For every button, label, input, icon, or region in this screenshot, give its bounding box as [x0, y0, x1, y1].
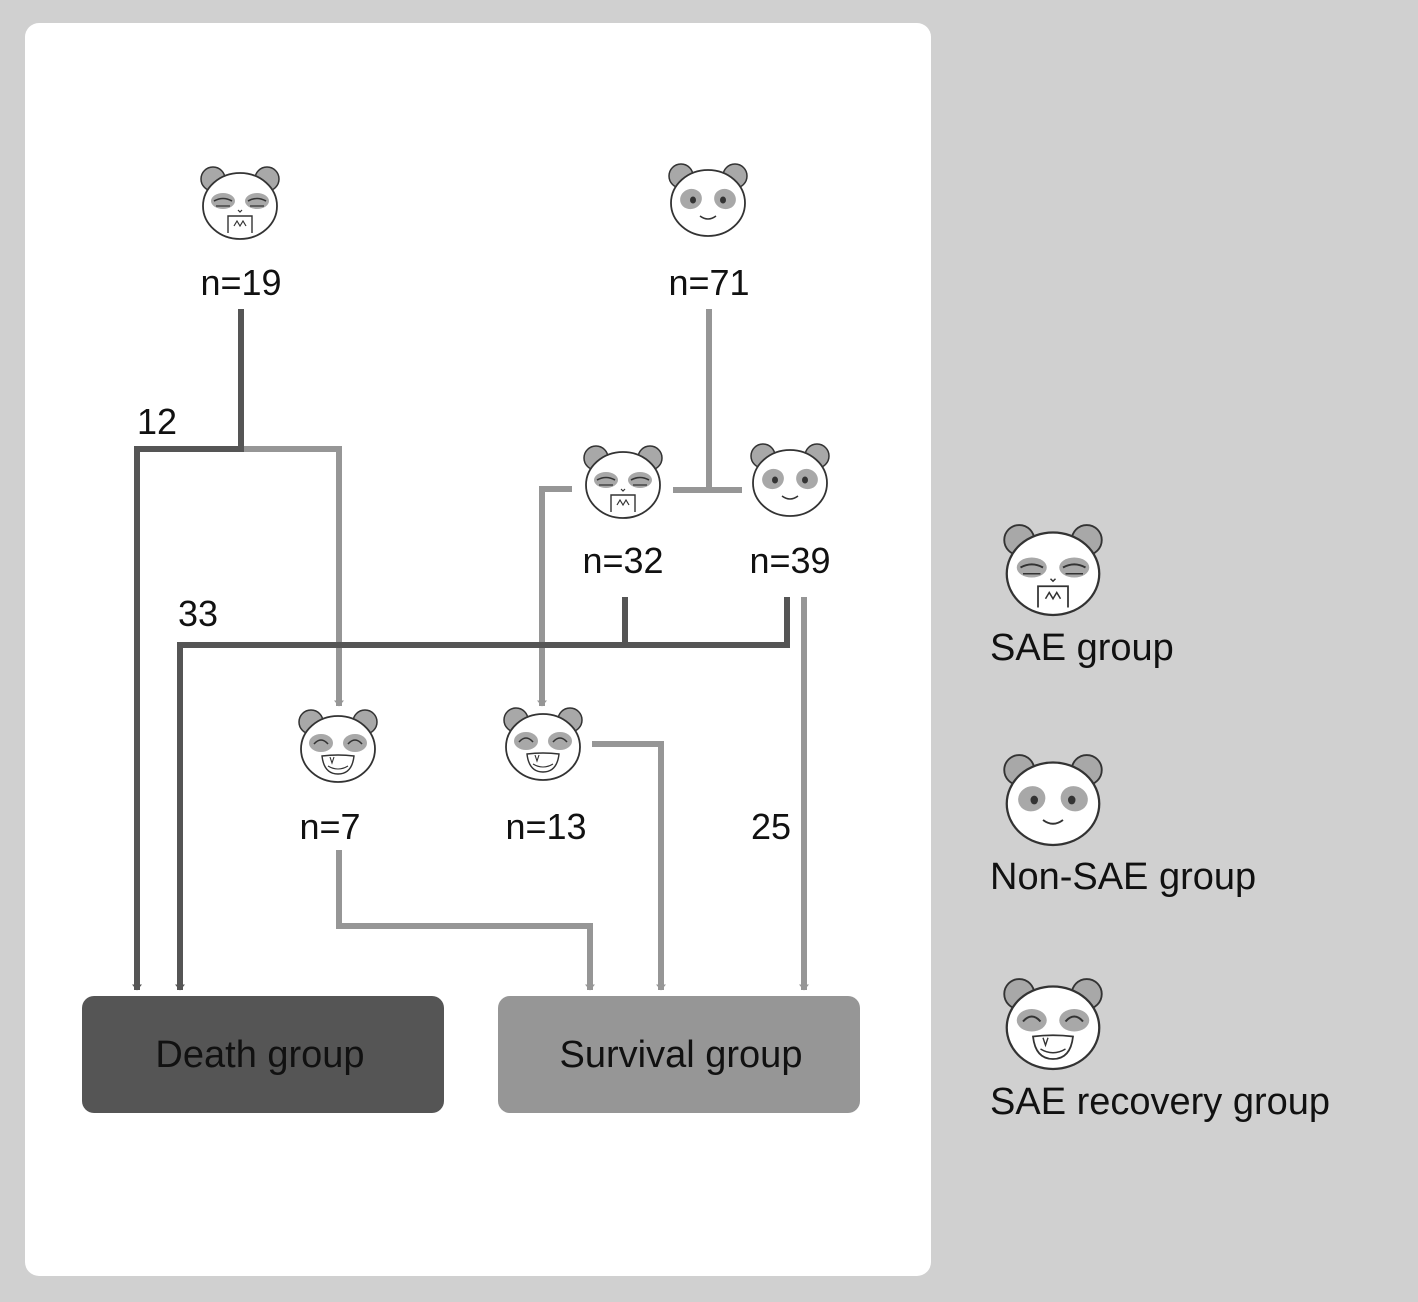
sae-recovery-panda-icon — [1003, 977, 1103, 1071]
legend: SAE group Non-SAE group SAE recovery gro… — [990, 523, 1330, 1123]
sae-panda-icon — [583, 445, 663, 519]
legend-label-sae: SAE group — [990, 627, 1174, 669]
edge-label-sae-start-to-death: 12 — [137, 401, 177, 442]
node-count-sae-mid: n=32 — [582, 540, 663, 581]
connector-sae-start-to-recovery-a — [244, 446, 344, 707]
connector-recovery-a-to-survival — [336, 850, 595, 991]
node-count-recovery-a: n=7 — [299, 806, 360, 847]
connector-sae-start-to-death — [132, 309, 244, 991]
node-count-nonsae-mid: n=39 — [749, 540, 830, 581]
non-sae-panda-icon — [668, 163, 748, 237]
diagram-panel — [25, 23, 931, 1276]
non-sae-panda-icon — [1003, 753, 1103, 847]
sae-panda-icon — [1003, 523, 1103, 617]
sae-recovery-panda-icon — [503, 707, 583, 781]
node-count-sae-start: n=19 — [200, 262, 281, 303]
survival-group-label: Survival group — [560, 1034, 803, 1076]
sae-recovery-panda-icon — [298, 709, 378, 783]
connector-sae-mid-to-recovery-b — [537, 486, 572, 707]
node-count-recovery-b: n=13 — [505, 806, 586, 847]
edge-label-nonsae-mid-to-survival: 25 — [751, 806, 791, 847]
connector-recovery-b-to-survival — [592, 741, 666, 991]
survival-group-box — [498, 996, 860, 1113]
death-group-label: Death group — [155, 1034, 364, 1076]
node-count-nonsae-start: n=71 — [668, 262, 749, 303]
legend-label-non-sae: Non-SAE group — [990, 856, 1256, 898]
non-sae-panda-icon — [750, 443, 830, 517]
death-group-box — [82, 996, 444, 1113]
legend-label-sae-recovery: SAE recovery group — [990, 1081, 1330, 1123]
connector-mid-to-death — [175, 642, 790, 991]
edge-label-mid-to-death: 33 — [178, 593, 218, 634]
sae-panda-icon — [200, 166, 280, 240]
